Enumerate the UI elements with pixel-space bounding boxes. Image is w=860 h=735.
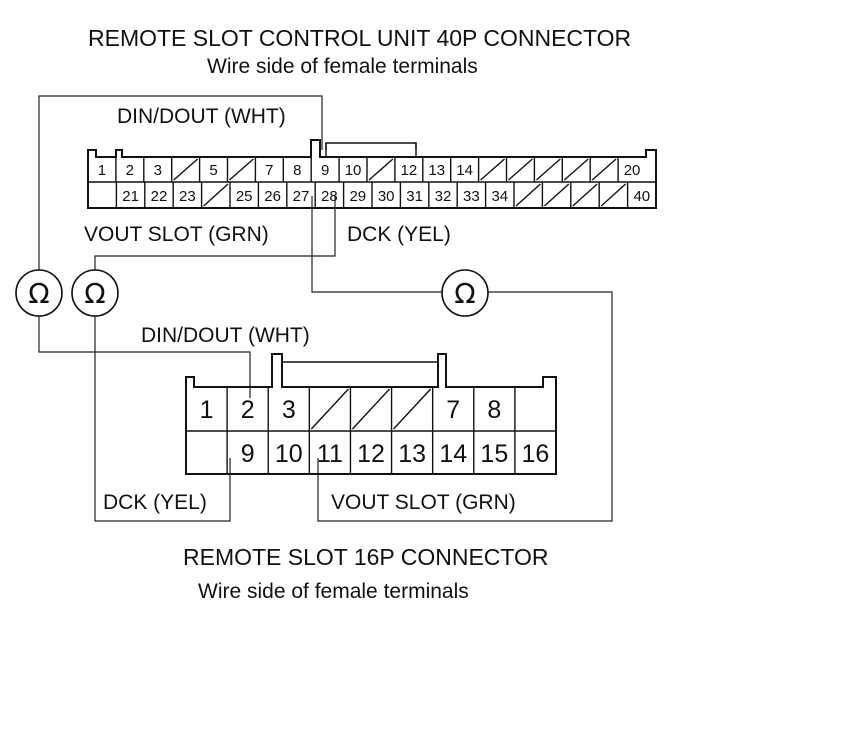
connector40-top-pin-7: 7 [265, 162, 273, 179]
ohm-icon: Ω [28, 277, 49, 310]
connector16-cell-dividers [226, 387, 516, 474]
connector40-cell-dividers [115, 157, 629, 208]
ohmmeter-dck: Ω [71, 269, 119, 317]
connector40-bottom-pin-33: 33 [463, 188, 480, 205]
connector16-vout-slot-label: VOUT SLOT (GRN) [331, 491, 516, 514]
connector16-bottom-pin-11: 11 [317, 440, 343, 468]
unused-terminal-slash [572, 183, 598, 207]
unused-terminal-slash [351, 388, 391, 430]
ohm-icon: Ω [84, 277, 105, 310]
connector40-bottom-pin-23: 23 [179, 188, 196, 205]
ohmmeter-din-dout: Ω [15, 269, 63, 317]
connector40-bottom-pin-21: 21 [122, 188, 139, 205]
ohmmeter-circle [71, 269, 119, 317]
connector16-dck-label: DCK (YEL) [103, 491, 207, 514]
unused-terminal-slash [203, 183, 229, 207]
connector40-top-pin-10: 10 [345, 162, 362, 179]
connector40-bottom-pin-27: 27 [293, 188, 310, 205]
connector40-top-pin-2: 2 [126, 162, 134, 179]
connector40-top-pin-14: 14 [456, 162, 473, 179]
connector40-bottom-pin-34: 34 [491, 188, 508, 205]
unused-terminal-slash [173, 158, 199, 181]
unused-terminal-slash [480, 158, 505, 181]
connector16-bottom-pin-12: 12 [357, 440, 385, 468]
connector40-bottom-pin-28: 28 [321, 188, 338, 205]
unused-terminal-slash [535, 158, 561, 181]
unused-terminal-slash [508, 158, 533, 181]
connector16-bottom-pin-9: 9 [241, 440, 255, 468]
connector40-din-dout-label: DIN/DOUT (WHT) [117, 105, 286, 128]
connector40-top-pin-5: 5 [209, 162, 217, 179]
unused-terminal-slash [563, 158, 589, 181]
connector40-subtitle: Wire side of female terminals [207, 55, 478, 78]
connector16-top-pin-8: 8 [487, 396, 501, 424]
unused-terminal-slash [515, 183, 541, 207]
ohm-icon: Ω [454, 277, 475, 310]
connector16-title: REMOTE SLOT 16P CONNECTOR [183, 544, 549, 570]
connector16-top-pin-7: 7 [446, 396, 460, 424]
connector40-top-pin-1: 1 [98, 162, 106, 179]
wire-dck [94, 196, 336, 522]
connector40-top-pin-12: 12 [401, 162, 418, 179]
connector40-bottom-pin-31: 31 [406, 188, 423, 205]
unused-terminal-slash [393, 388, 432, 430]
connector40-bottom-pin-29: 29 [349, 188, 366, 205]
connector16-top-pin-1: 1 [200, 396, 214, 424]
connector16-din-dout-label: DIN/DOUT (WHT) [141, 324, 310, 347]
wire-vout-slot [311, 196, 613, 522]
connector40-top-pin-9: 9 [321, 162, 329, 179]
ohmmeter-circle [441, 269, 489, 317]
connector16-bottom-pin-13: 13 [398, 440, 426, 468]
unused-terminal-slash [600, 183, 627, 207]
connector16-top-pin-2: 2 [241, 396, 255, 424]
test-wires [38, 95, 613, 522]
connector40-top-pin-8: 8 [293, 162, 301, 179]
connector16-bottom-pin-15: 15 [480, 440, 508, 468]
connector16-bottom-pin-16: 16 [522, 440, 550, 468]
connector40-top-pin-13: 13 [428, 162, 445, 179]
connector40-top-pin-20: 20 [624, 162, 641, 179]
wire-din-dout [38, 95, 323, 398]
connector40-bottom-pin-26: 26 [264, 188, 281, 205]
connector40-dck-label: DCK (YEL) [347, 223, 451, 246]
connector16-subtitle: Wire side of female terminals [198, 580, 469, 603]
ohmmeter-vout-slot: Ω [441, 269, 489, 317]
connector40-title: REMOTE SLOT CONTROL UNIT 40P CONNECTOR [88, 25, 631, 51]
connector40-vout-slot-label: VOUT SLOT (GRN) [84, 223, 269, 246]
unused-terminal-slash [368, 158, 394, 181]
unused-terminal-slash [591, 158, 617, 181]
unused-terminal-slash [229, 158, 254, 181]
connector40-bottom-pin-40: 40 [633, 188, 650, 205]
connector40-bottom-pin-30: 30 [378, 188, 395, 205]
unused-terminal-slash [543, 183, 570, 207]
connector16-top-pin-3: 3 [282, 396, 296, 424]
ohmmeter-circle [15, 269, 63, 317]
connector40-top-pin-3: 3 [154, 162, 162, 179]
unused-terminal-slash [310, 388, 349, 430]
connector16-bottom-pin-10: 10 [275, 440, 303, 468]
connector40-bottom-pin-25: 25 [236, 188, 253, 205]
connector40-bottom-pin-22: 22 [151, 188, 168, 205]
connector40-bottom-pin-32: 32 [435, 188, 452, 205]
connector16-bottom-pin-14: 14 [439, 440, 467, 468]
